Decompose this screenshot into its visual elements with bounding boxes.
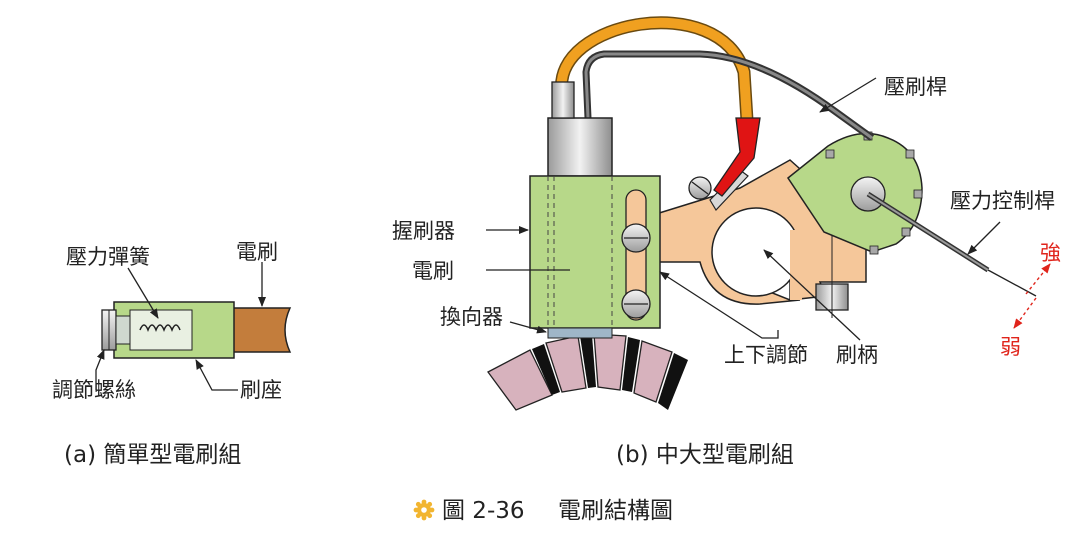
holder-top-block bbox=[547, 117, 613, 177]
spring-coil bbox=[139, 324, 181, 333]
panel-a-caption: (a) 簡單型電刷組 bbox=[64, 442, 241, 468]
large-brush-holder bbox=[529, 175, 661, 339]
label-strong: 強 bbox=[1040, 241, 1061, 265]
red-clip bbox=[713, 117, 761, 197]
label-pressure-lever: 壓刷桿 bbox=[884, 75, 947, 99]
label-up-down-adjust: 上下調節 bbox=[724, 343, 808, 367]
clamp-bolt bbox=[815, 283, 849, 311]
panel-b-caption: (b) 中大型電刷組 bbox=[616, 442, 794, 468]
figure-number: 圖 2-36 bbox=[442, 498, 525, 524]
label-weak: 弱 bbox=[1000, 335, 1021, 359]
label-brush-holder: 握刷器 bbox=[392, 219, 455, 243]
panel-b-drawing: 壓刷桿 壓力控制桿 握刷器 電刷 換向器 上下調節 刷柄 強 弱 (b) 中大型… bbox=[392, 16, 1061, 468]
simple-brush-holder bbox=[113, 301, 235, 359]
label-adjusting-screw: 調節螺絲 bbox=[52, 378, 136, 402]
gear-flower-icon bbox=[413, 499, 435, 521]
panel-a-drawing: 壓力彈簧 電刷 調節螺絲 刷座 (a) 簡單型電刷組 bbox=[52, 240, 292, 468]
label-commutator: 換向器 bbox=[440, 305, 503, 329]
figure-caption: 圖 2-36 電刷結構圖 bbox=[413, 498, 673, 524]
commutator bbox=[487, 333, 688, 411]
label-brush-seat: 刷座 bbox=[240, 378, 282, 402]
pressure-control-rod bbox=[866, 191, 1037, 297]
label-simple-brush: 電刷 bbox=[236, 240, 278, 264]
label-pressure-spring: 壓力彈簧 bbox=[66, 245, 150, 269]
label-pressure-control-rod: 壓力控制桿 bbox=[950, 189, 1055, 213]
label-brush-handle: 刷柄 bbox=[836, 343, 878, 367]
figure-title: 電刷結構圖 bbox=[558, 498, 673, 524]
label-large-brush: 電刷 bbox=[412, 259, 454, 283]
adjusting-screw bbox=[101, 309, 131, 351]
arm-screw bbox=[688, 169, 749, 211]
pressure-lever bbox=[582, 50, 875, 141]
